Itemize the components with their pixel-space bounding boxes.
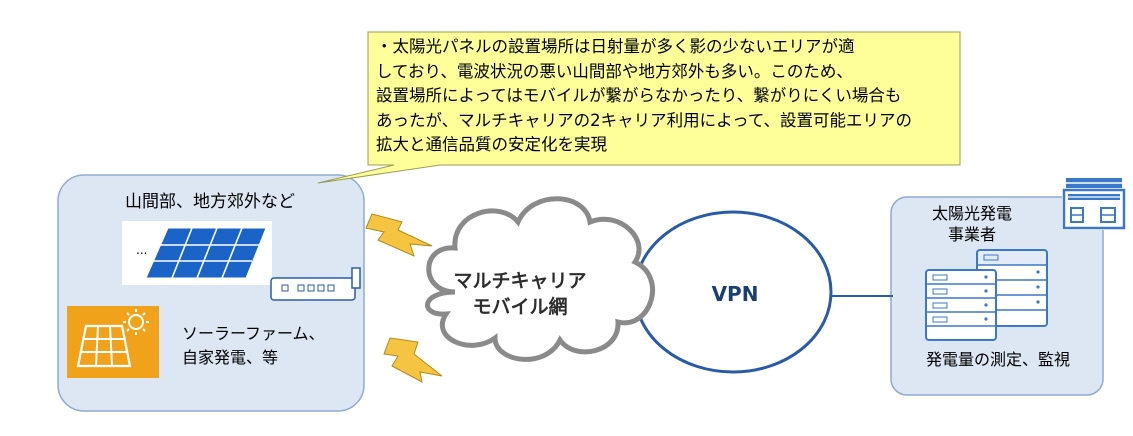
cloud-label: マルチキャリア モバイル網 bbox=[440, 268, 600, 320]
ellipsis-label: ... bbox=[136, 243, 148, 257]
operator-title-line: 事業者 bbox=[947, 225, 996, 244]
callout-line: 設置場所によってはモバイルが繋がらなかったり、繋がりにくい場合も bbox=[376, 86, 902, 105]
cloud-label-line: モバイル網 bbox=[472, 296, 568, 318]
callout-line: しており、電波状況の悪い山間部や地方郊外も多い。このため、 bbox=[376, 61, 853, 81]
building-icon bbox=[1062, 176, 1126, 230]
solar-panel-icon bbox=[145, 227, 267, 279]
operator-title-line: 太陽光発電 bbox=[931, 204, 1012, 223]
site-title: 山間部、地方郊外など bbox=[125, 192, 295, 212]
solar-farm-icon bbox=[67, 306, 159, 378]
callout-line: あったが、マルチキャリアの2キャリア利用によって、設置可能エリアの bbox=[376, 110, 913, 130]
vpn-label: VPN bbox=[711, 282, 759, 306]
callout-text: ・太陽光パネルの設置場所は日射量が多く影の少ないエリアが適 しており、電波状況の… bbox=[376, 35, 956, 158]
mobile-network-cloud bbox=[425, 196, 655, 362]
solar-farm-label-line: ソーラーファーム、 bbox=[182, 324, 325, 343]
server-icon bbox=[925, 269, 997, 341]
solar-farm-label: ソーラーファーム、 自家発電、等 bbox=[182, 322, 325, 370]
callout-bubble bbox=[317, 31, 961, 184]
cloud-label-line: マルチキャリア bbox=[453, 270, 587, 292]
lightning-icon bbox=[383, 337, 443, 383]
solar-farm-label-line: 自家発電、等 bbox=[182, 348, 279, 367]
callout-line: ・太陽光パネルの設置場所は日射量が多く影の少ないエリアが適 bbox=[376, 37, 855, 56]
lightning-icon bbox=[365, 213, 433, 257]
callout-line: 拡大と通信品質の安定化を実現 bbox=[376, 135, 607, 154]
operator-caption: 発電量の測定、監視 bbox=[925, 350, 1070, 369]
operator-title: 太陽光発電 事業者 bbox=[912, 203, 1032, 245]
router-icon bbox=[270, 267, 361, 301]
